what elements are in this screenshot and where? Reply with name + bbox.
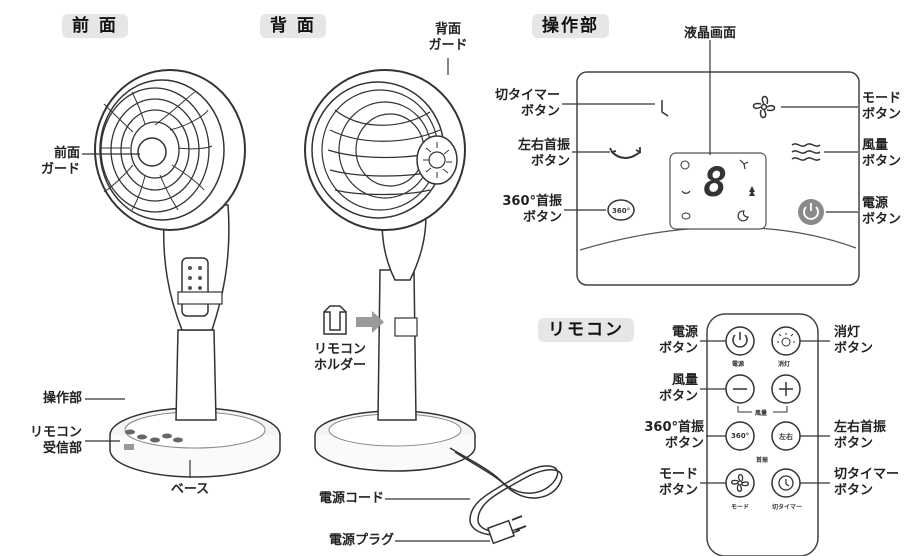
power-label: 電源ボタン (862, 196, 902, 227)
remote-light-label: 消灯ボタン (834, 325, 874, 356)
remote-holder-icon (323, 305, 347, 335)
power-cord (449, 447, 563, 536)
remote-wind-label: 風量ボタン (658, 373, 698, 404)
remote-timer-label: 切タイマーボタン (834, 467, 900, 498)
back-header: 背 面 (260, 14, 326, 38)
remote-small-lr: 左右 (779, 433, 793, 441)
front-header: 前 面 (62, 14, 128, 38)
lcd-digit: 8 (703, 160, 728, 206)
lcd-screen (669, 152, 767, 230)
remote-holder-label: リモコンホルダー (313, 342, 366, 373)
timer-label: 切タイマーボタン (494, 88, 560, 119)
remote-control (706, 313, 819, 556)
remote-swing360-label: 360°首振ボタン (644, 420, 704, 451)
back-fan (304, 69, 563, 545)
remote-power-label: 電源ボタン (658, 325, 698, 356)
remote-small-light: 消灯 (778, 361, 791, 368)
remote-lr-swing-label: 左右首振ボタン (834, 420, 887, 451)
remote-small-wind: 風量 (755, 410, 768, 417)
panel-360-text: 360° (612, 207, 631, 215)
remote-small-swing: 首振 (756, 457, 769, 464)
power-plug-label: 電源プラグ (328, 533, 394, 548)
arrow-icon (356, 311, 384, 333)
base-label: ベース (170, 482, 210, 497)
remote-mode-label: モードボタン (658, 467, 698, 498)
remote-small-timer: 切タイマー (772, 504, 803, 511)
wind-label: 風量ボタン (862, 138, 902, 169)
remote-small-mode: モード (731, 504, 750, 511)
back-guard-label: 背面ガード (428, 22, 468, 53)
power-button-icon (798, 199, 824, 225)
lcd-label: 液晶画面 (683, 26, 736, 41)
power-cord-label: 電源コード (318, 491, 384, 506)
front-guard-label: 前面ガード (40, 146, 80, 177)
wind-button-icon (791, 143, 821, 161)
lr-swing-label: 左右首振ボタン (517, 138, 570, 169)
lr-swing-button-icon (611, 151, 641, 159)
swing360-label: 360°首振ボタン (502, 194, 562, 225)
front-base-buttons (124, 429, 183, 450)
front-fan (94, 69, 281, 478)
remote-small-power: 電源 (732, 361, 745, 368)
front-grille (100, 87, 210, 213)
swing360-button-icon (607, 199, 635, 221)
mode-label: モードボタン (862, 91, 902, 122)
timer-button-icon (661, 100, 669, 117)
remote-receiver-label: リモコン受信部 (29, 425, 82, 456)
control-header: 操作部 (532, 14, 609, 38)
front-remote (181, 257, 209, 317)
leader-lines (82, 40, 858, 542)
mode-button-icon (752, 95, 776, 119)
remote-small-360: 360° (731, 432, 750, 440)
control-panel (576, 71, 860, 286)
control-panel-label: 操作部 (42, 391, 82, 406)
power-plug (486, 515, 527, 545)
remote-header: リモコン (538, 318, 634, 342)
